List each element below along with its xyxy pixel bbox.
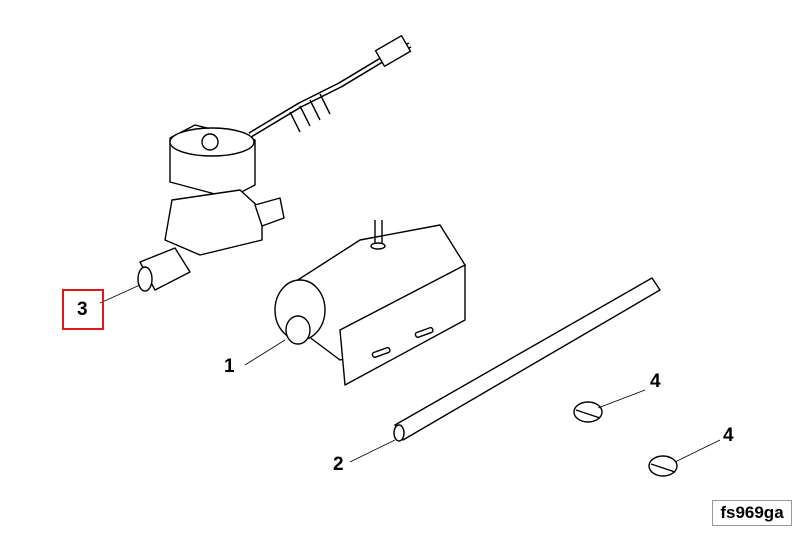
figure-code-label: fs969ga xyxy=(712,500,792,526)
callout-item-4b[interactable]: 4 xyxy=(723,425,734,446)
callout-item-1[interactable]: 1 xyxy=(224,356,235,377)
callout-item-2[interactable]: 2 xyxy=(333,454,344,475)
pump-motor xyxy=(274,220,466,386)
hose xyxy=(393,277,661,442)
leader-lines xyxy=(99,284,721,463)
hose-clamp-a xyxy=(573,401,603,423)
callout-item-4a[interactable]: 4 xyxy=(650,371,661,392)
selected-item-highlight[interactable] xyxy=(62,289,104,330)
callout-item-3[interactable]: 3 xyxy=(77,299,88,320)
hose-clamp-b xyxy=(648,455,678,477)
solenoid-valve xyxy=(137,35,412,292)
